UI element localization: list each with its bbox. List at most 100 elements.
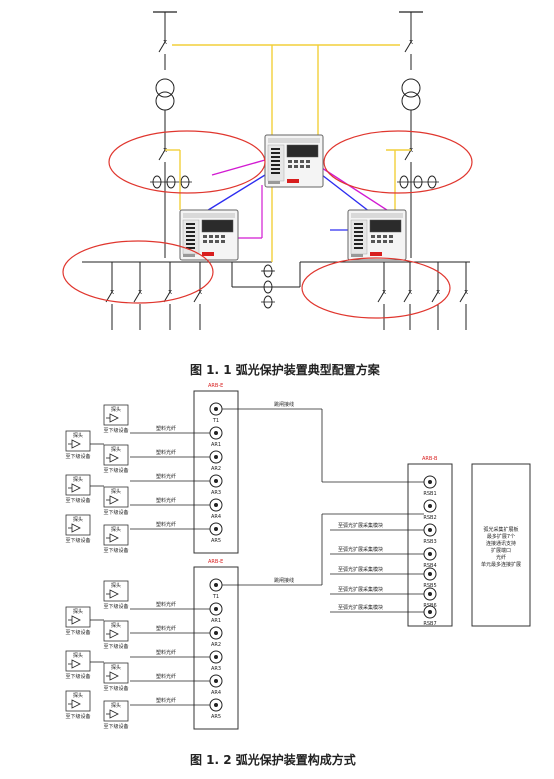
sensor-label: 探头 <box>111 526 121 533</box>
sensor-sub: 至下级设备 <box>65 453 90 460</box>
keypad-key <box>294 160 298 163</box>
port-label: RSB4 <box>423 563 436 569</box>
sensor-sub: 至下级设备 <box>103 603 128 610</box>
relay-label <box>351 254 363 257</box>
port-label: AR3 <box>211 666 221 672</box>
port-label: AR4 <box>211 690 221 696</box>
sensor-label: 探头 <box>111 406 121 413</box>
keypad-key <box>288 160 292 163</box>
led-indicator <box>271 168 280 170</box>
sensor-label: 探头 <box>111 446 121 453</box>
switch-mark: x <box>436 288 440 296</box>
led-indicator <box>354 223 363 225</box>
led-indicator <box>186 235 195 237</box>
switch-blade <box>404 41 412 53</box>
protection-zone <box>108 130 266 194</box>
sensor-label: 探头 <box>73 608 83 615</box>
alarm-strip <box>202 252 214 256</box>
port-label: AR1 <box>211 442 221 448</box>
led-indicator <box>186 223 195 225</box>
conn-label: 至弧光扩展采集模块 <box>338 566 383 573</box>
switch-blade <box>404 149 412 161</box>
relay-panel <box>267 144 285 182</box>
port-label: RSB5 <box>423 583 436 589</box>
port-center <box>214 607 218 611</box>
port-label: RSB2 <box>423 515 436 521</box>
led-indicator <box>271 164 280 166</box>
port-center <box>214 503 218 507</box>
keypad-key <box>371 235 375 238</box>
protection-zone <box>323 130 473 194</box>
fiber-link-magenta <box>211 159 266 176</box>
sensor-label: 探头 <box>111 664 121 671</box>
transformer-winding <box>401 91 421 111</box>
unit-model: ARB-B <box>422 456 438 462</box>
led-indicator <box>354 239 363 241</box>
fiber-label: 塑料光纤 <box>156 673 176 680</box>
sensor-label: 探头 <box>111 702 121 709</box>
arc-relay-right <box>347 209 407 261</box>
port-center <box>214 679 218 683</box>
trip-label: 跳闸接线 <box>274 401 294 408</box>
keypad-key <box>203 240 207 243</box>
led-indicator <box>354 231 363 233</box>
port-label: RSB7 <box>423 621 436 627</box>
fiber-label: 塑料光纤 <box>156 473 176 480</box>
sensor-sub: 至下级设备 <box>65 537 90 544</box>
fiber-label: 塑料光纤 <box>156 497 176 504</box>
fiber-link-blue <box>321 174 371 213</box>
figure1-schematic: xxxxxxxxxxxx <box>62 11 473 330</box>
keypad-key <box>300 160 304 163</box>
sensor-sub: 至下级设备 <box>103 509 128 516</box>
transformer-winding <box>155 78 175 98</box>
fiber-label: 塑料光纤 <box>156 425 176 432</box>
port-label: AR4 <box>211 514 221 520</box>
sensor-sub: 至下级设备 <box>103 467 128 474</box>
led-indicator <box>186 231 195 233</box>
port-center <box>428 552 432 556</box>
port-center <box>214 431 218 435</box>
relay-top <box>268 138 320 143</box>
sensor-sub: 至下级设备 <box>65 673 90 680</box>
keypad-key <box>294 165 298 168</box>
led-indicator <box>354 235 363 237</box>
keypad-key <box>215 240 219 243</box>
sensor-label: 探头 <box>73 476 83 483</box>
sensor-sub: 至下级设备 <box>103 723 128 730</box>
note-line: 最多扩展7个 <box>487 533 515 540</box>
led-indicator <box>186 239 195 241</box>
port-center <box>214 527 218 531</box>
keypad-key <box>203 235 207 238</box>
port-label: AR3 <box>211 490 221 496</box>
note-line: 弧光采集扩展板 <box>483 526 518 533</box>
fiber-link-blue <box>204 174 266 213</box>
port-center <box>428 572 432 576</box>
transformer-winding <box>401 78 421 98</box>
led-indicator <box>271 172 280 174</box>
conn-label: 至弧光扩展采集模块 <box>338 522 383 529</box>
figure2-caption: 图 1. 2 弧光保护装置构成方式 <box>190 753 356 767</box>
fiber-label: 塑料光纤 <box>156 649 176 656</box>
sensor-sub: 至下级设备 <box>103 643 128 650</box>
sensor-sub: 至下级设备 <box>65 497 90 504</box>
transformer-winding <box>155 91 175 111</box>
keypad-key <box>288 165 292 168</box>
note-line: 单元最多连接扩展 <box>481 561 521 568</box>
switch-blade <box>403 291 411 303</box>
port-center <box>428 480 432 484</box>
lcd-screen <box>286 144 319 158</box>
switch-mark: x <box>382 288 386 296</box>
sensor-label: 探头 <box>111 622 121 629</box>
fiber-label: 塑料光纤 <box>156 625 176 632</box>
port-center <box>428 592 432 596</box>
keypad-key <box>209 240 213 243</box>
keypad-key <box>221 240 225 243</box>
port-center <box>214 583 218 587</box>
port-label: AR2 <box>211 466 221 472</box>
port-center <box>214 407 218 411</box>
sensor-sub: 至下级设备 <box>103 427 128 434</box>
port-label: RSB3 <box>423 539 436 545</box>
protection-zone <box>301 257 451 319</box>
keypad-key <box>383 240 387 243</box>
